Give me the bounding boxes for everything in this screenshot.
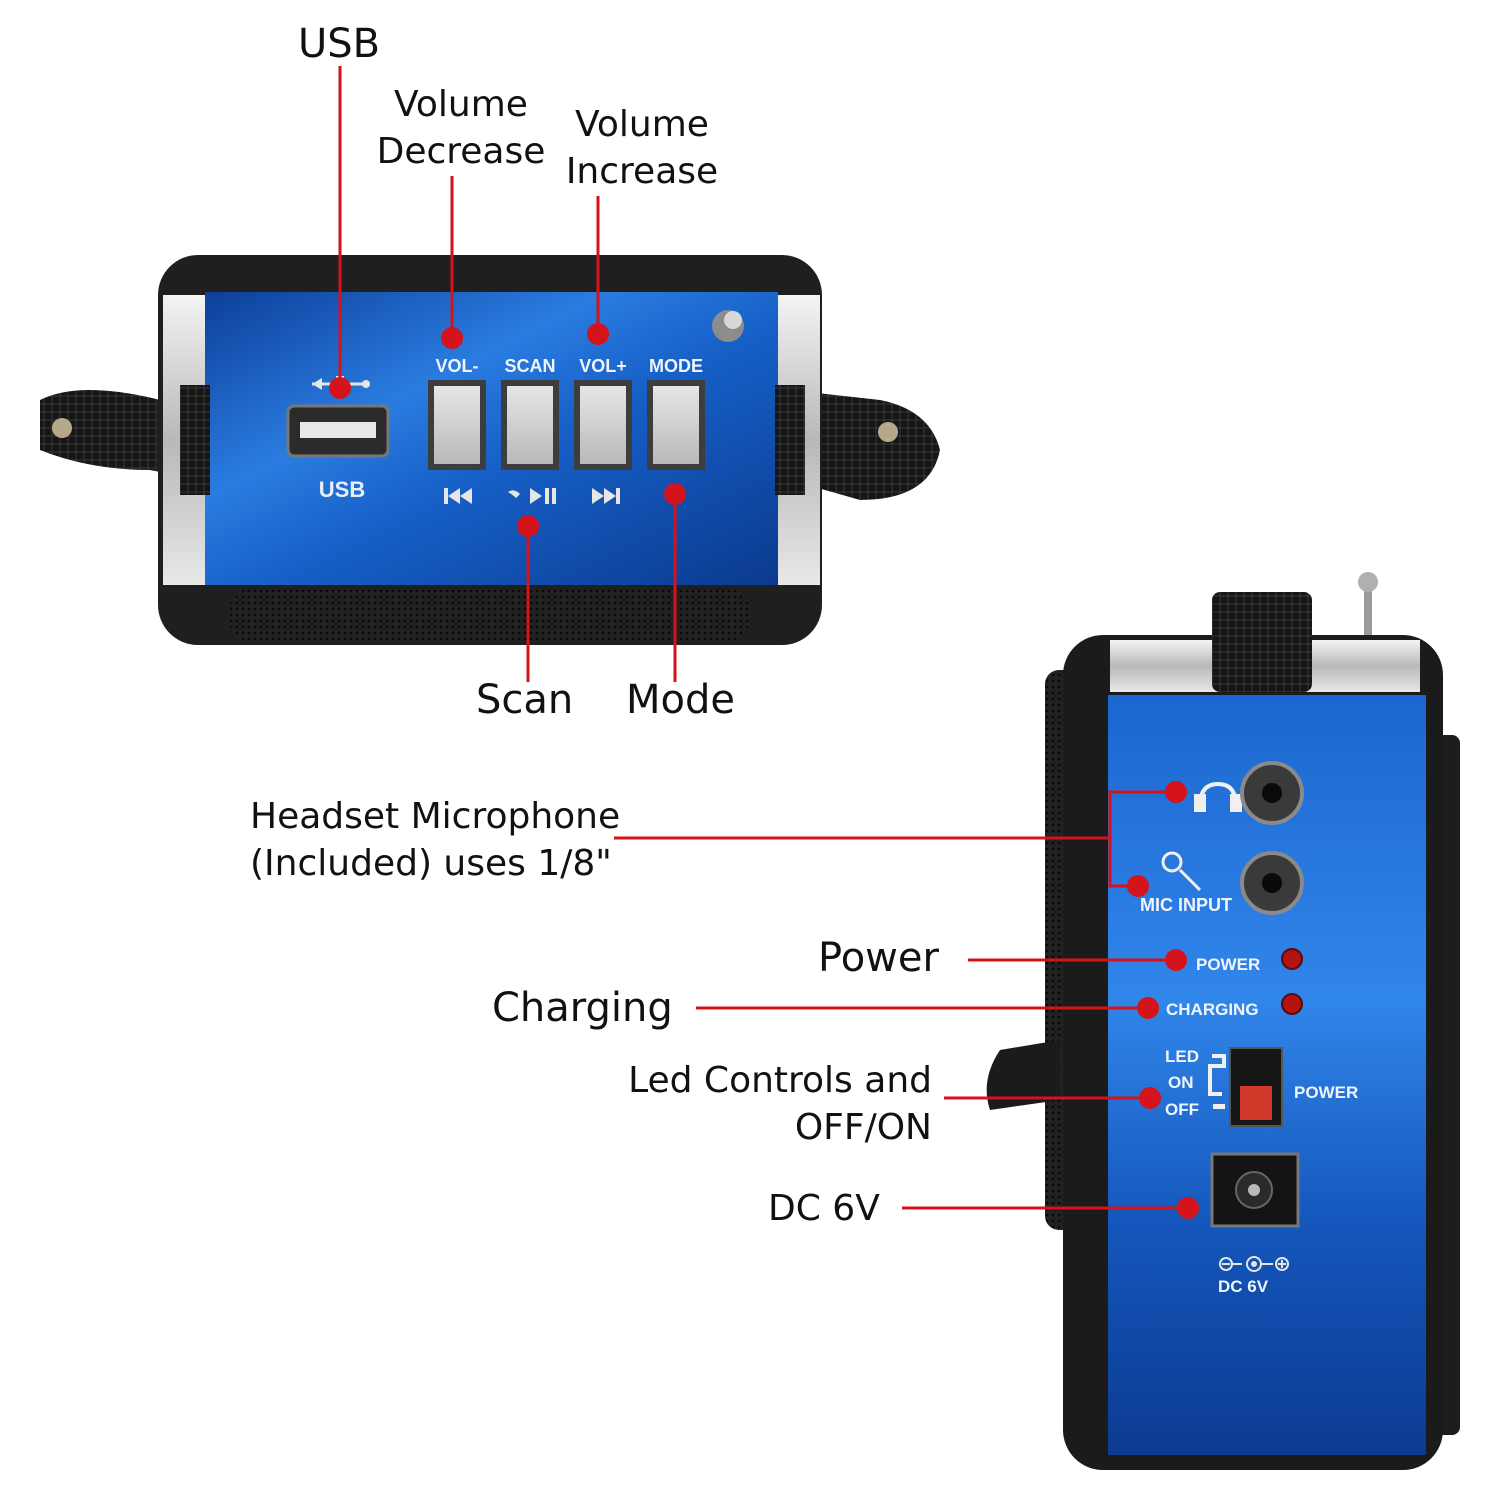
mic-input-label: MIC INPUT (1140, 895, 1232, 915)
button-scan (507, 386, 553, 464)
dot-charging (1137, 997, 1159, 1019)
strap-loop-left (180, 385, 210, 495)
power-led (1281, 948, 1303, 970)
strap-right (790, 390, 940, 500)
usb-label: USB (319, 477, 365, 502)
switch-label-led: LED (1165, 1047, 1199, 1066)
strap-rivet-left (52, 418, 72, 438)
dot-mic (1127, 875, 1149, 897)
callout-mode: Mode (626, 677, 735, 723)
button-mode (653, 386, 699, 464)
callout-led-controls: Led Controls and OFF/ON (628, 1060, 932, 1148)
next-icon (592, 488, 620, 504)
switch-label-on: ON (1168, 1073, 1194, 1092)
charging-led (1281, 993, 1303, 1015)
charging-led-label: CHARGING (1166, 1000, 1259, 1019)
button-label-vol: VOL- (436, 356, 479, 376)
dot-led-controls (1139, 1087, 1161, 1109)
dot-volume-decrease (441, 327, 463, 349)
dc-polarity-icon (1219, 1256, 1289, 1272)
switch-label-off: OFF (1165, 1100, 1199, 1119)
side-strap (986, 1040, 1060, 1110)
side-view: MIC INPUT POWER CHARGING LED ON OFF POWE… (986, 572, 1460, 1470)
callout-usb: USB (298, 21, 381, 67)
previous-icon (444, 488, 472, 504)
callout-scan: Scan (476, 677, 574, 723)
button-vol (580, 386, 626, 464)
dot-volume-increase (587, 323, 609, 345)
front-speaker-grille (230, 590, 750, 640)
dot-mode (664, 483, 686, 505)
dot-headphone (1165, 781, 1187, 803)
callout-power: Power (818, 935, 939, 981)
power-led-label: POWER (1196, 955, 1260, 974)
front-buttons: VOL- SCAN VOL+ MODE (428, 356, 705, 470)
microphone-icon (1161, 851, 1202, 892)
callout-charging: Charging (492, 985, 673, 1031)
side-strap-top (1212, 592, 1312, 692)
power-switch-knob (1240, 1086, 1272, 1120)
callout-volume-decrease: Volume Decrease (376, 84, 546, 172)
headphone-icon (1194, 781, 1242, 812)
button-label-vol: VOL+ (579, 356, 627, 376)
strap-rivet-right (878, 422, 898, 442)
dc-jack (1210, 1152, 1300, 1228)
strap-loop-right (775, 385, 805, 495)
dot-dc (1177, 1197, 1199, 1219)
dot-scan (517, 515, 539, 537)
dot-usb (329, 377, 351, 399)
callout-volume-increase: Volume Increase (565, 104, 719, 192)
button-label-scan: SCAN (504, 356, 555, 376)
phone-play-pause-icon (508, 488, 556, 504)
callout-dc: DC 6V (768, 1188, 880, 1229)
antenna-rod (1364, 585, 1372, 645)
button-vol (434, 386, 480, 464)
switch-power-label: POWER (1294, 1083, 1358, 1102)
callout-headset: Headset Microphone (Included) uses 1/8" (250, 796, 621, 884)
dot-power (1165, 949, 1187, 971)
front-view: USB VOL- SCAN VOL+ MODE (40, 255, 940, 645)
leader-dots (329, 323, 1199, 1219)
dc-label: DC 6V (1218, 1277, 1269, 1296)
button-label-mode: MODE (649, 356, 703, 376)
